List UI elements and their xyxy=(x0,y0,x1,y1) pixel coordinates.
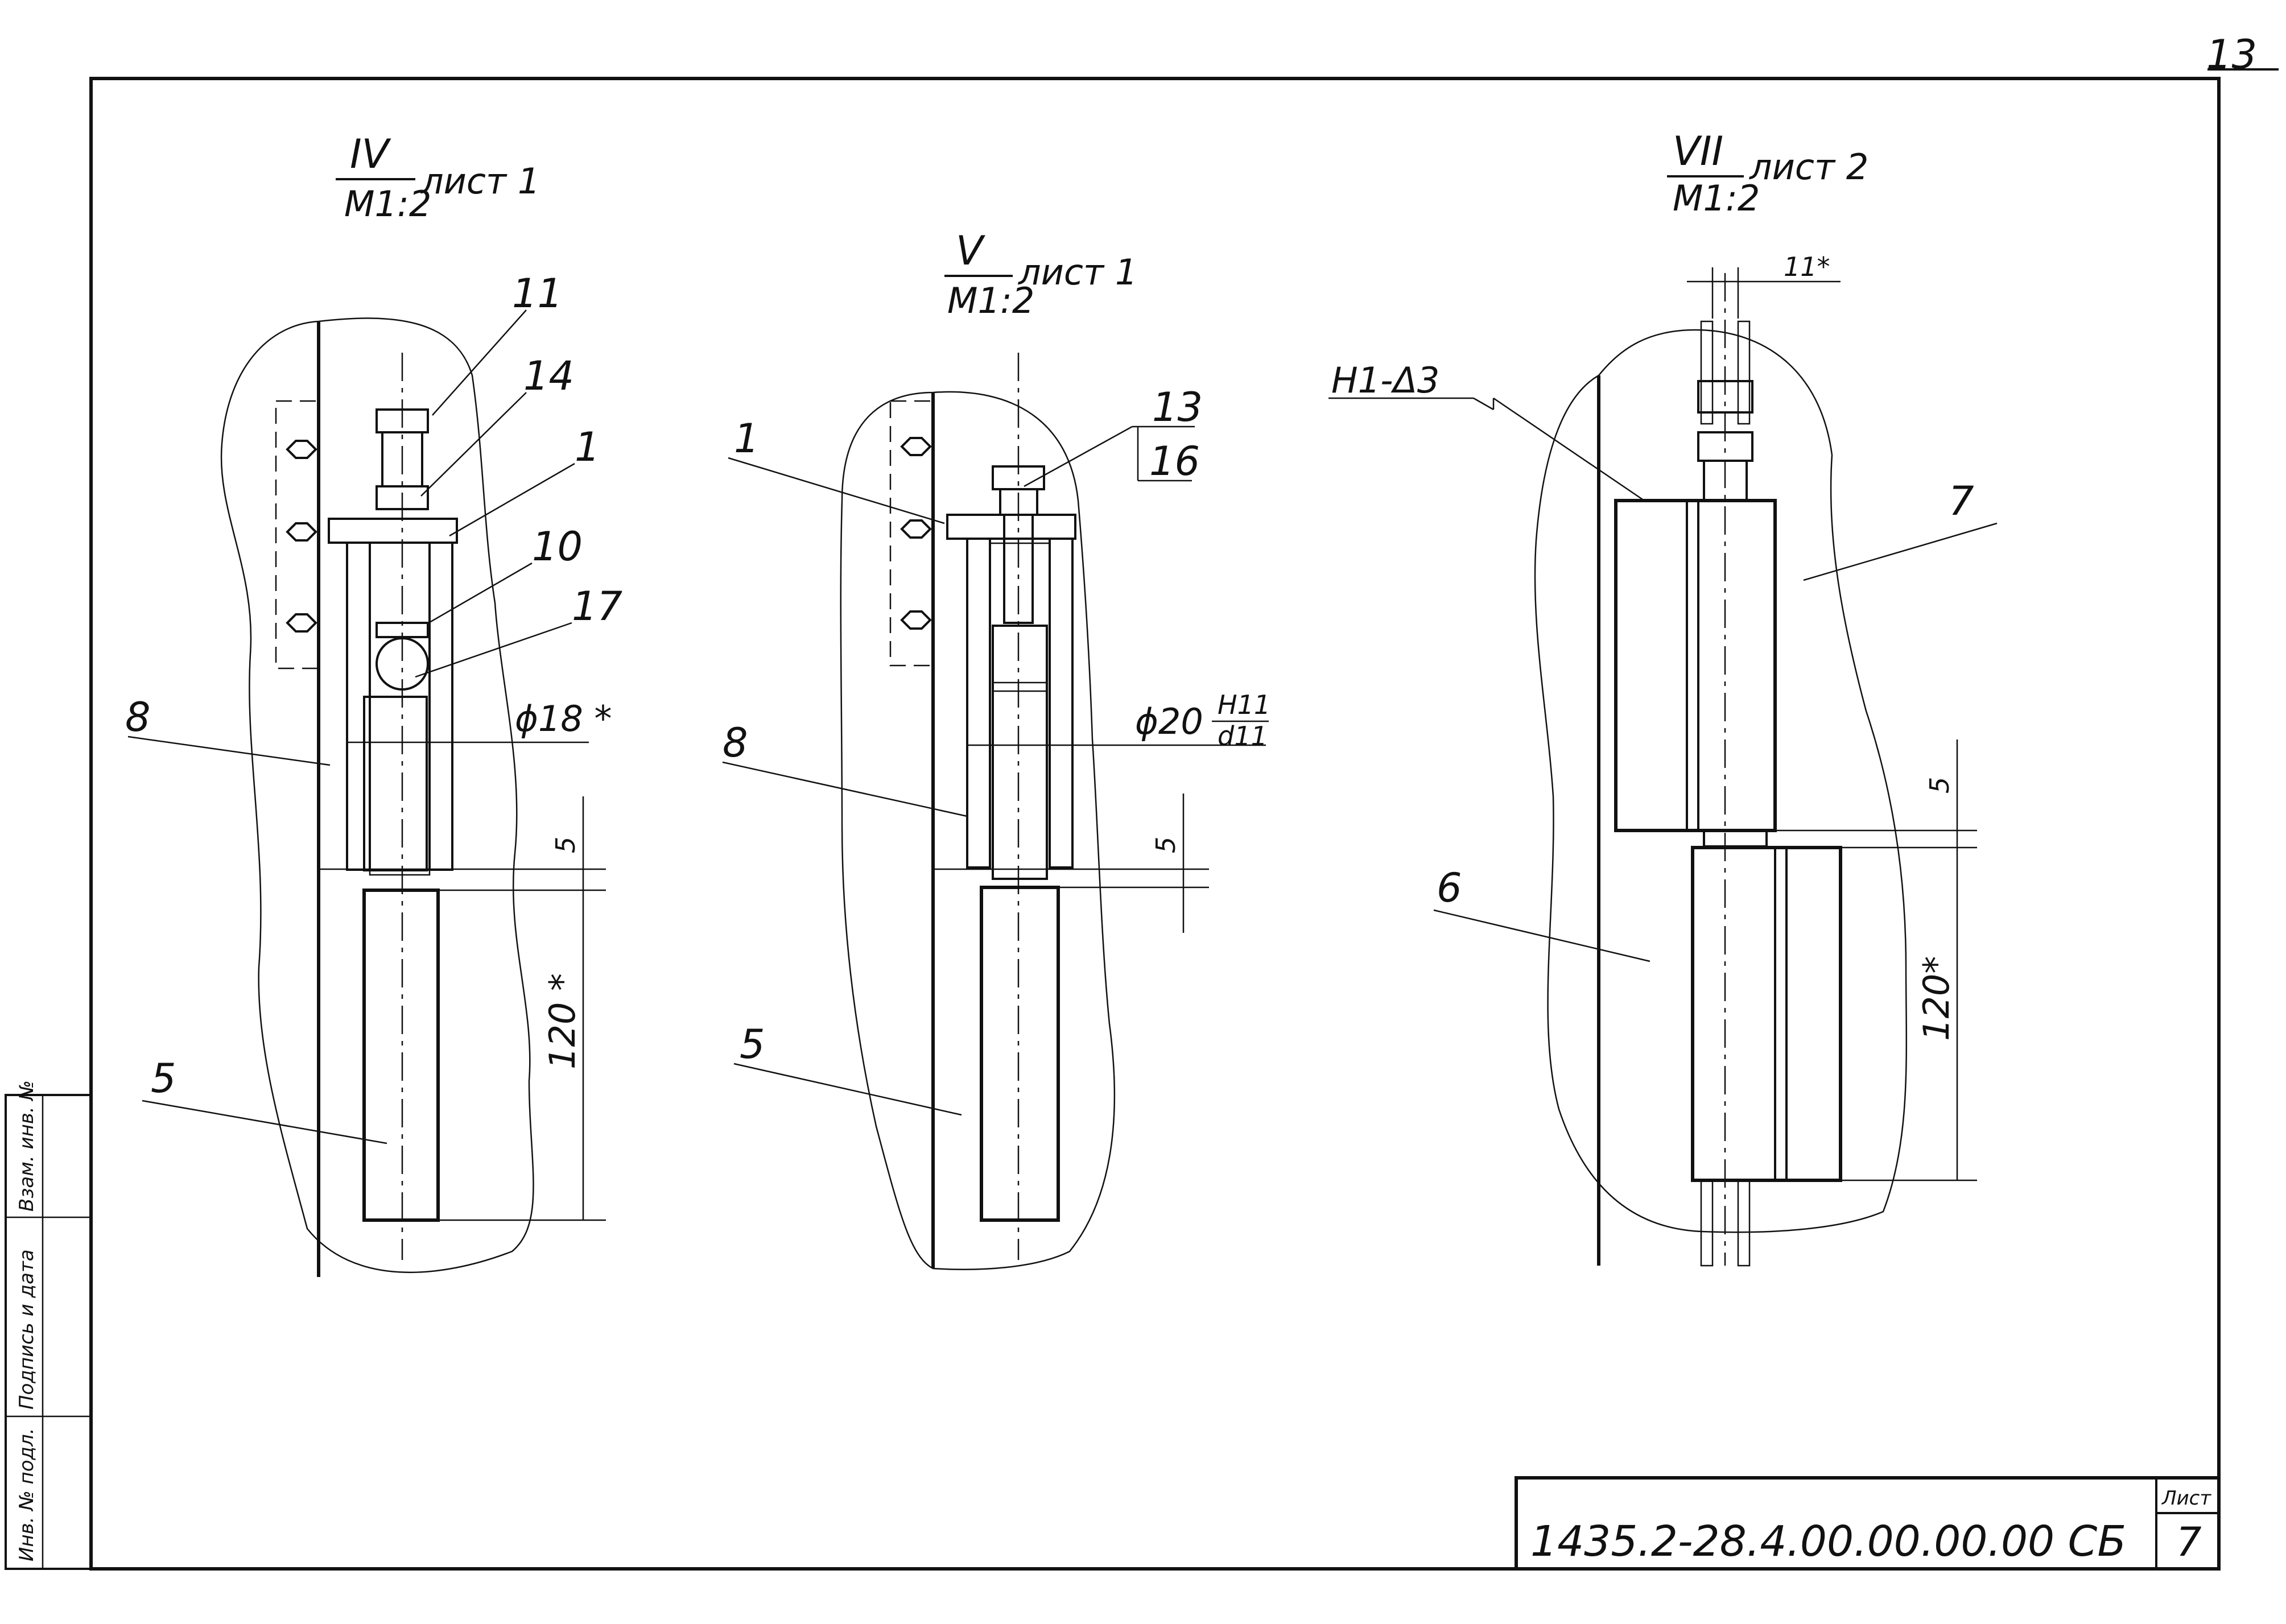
view-v-callout-5: 5 xyxy=(740,1021,765,1068)
view-iv-callout-17: 17 xyxy=(572,583,622,630)
view-v-fit-bottom: d11 xyxy=(1218,721,1268,751)
view-vii-id: VII xyxy=(1673,128,1723,175)
view-vii-scale: М1:2 xyxy=(1673,177,1760,219)
view-v-leaders xyxy=(722,425,1195,1116)
view-iv-id: IV xyxy=(350,131,391,177)
drawing-code: 1435.2-28.4.00.00.00.00 СБ xyxy=(1530,1517,2126,1566)
view-vii-weld: Н1-Δ3 xyxy=(1331,359,1439,401)
view-v-callout-8: 8 xyxy=(723,720,748,766)
sheet-label: Лист xyxy=(2161,1487,2211,1510)
view-iv-sheet-ref: лист 1 xyxy=(420,160,540,202)
view-iv-callout-14: 14 xyxy=(523,353,574,399)
side-stamp: Инв. № подл. Подпись и дата Взам. инв. № xyxy=(5,1080,92,1570)
view-vii-drawing xyxy=(1534,267,1977,1267)
view-v-drawing xyxy=(840,353,1266,1270)
view-v-callout-13: 13 xyxy=(1152,384,1203,431)
view-iv-scale: М1:2 xyxy=(344,183,431,225)
view-vii-width-dim: 11* xyxy=(1784,251,1830,282)
view-v-gap-dim: 5 xyxy=(1150,837,1181,853)
title-block xyxy=(1515,1476,2221,1571)
view-iv-callout-10: 10 xyxy=(532,523,583,570)
view-vii-title: VII М1:2 лист 2 xyxy=(1667,128,1868,219)
view-iv-callout-11: 11 xyxy=(512,270,563,317)
view-iv-length-dim: 120 * xyxy=(542,973,583,1069)
drawing-frame xyxy=(89,68,2279,1571)
view-iv-callout-1: 1 xyxy=(575,424,600,470)
side-stamp-signature-date: Подпись и дата xyxy=(15,1249,38,1410)
view-v-scale: М1:2 xyxy=(947,280,1034,321)
view-iv-gap-dim: 5 xyxy=(550,837,581,853)
view-v-callout-1: 1 xyxy=(734,415,760,462)
view-iv-callout-5: 5 xyxy=(151,1055,176,1102)
view-vii-callout-6: 6 xyxy=(1437,865,1462,911)
view-iv-drawing xyxy=(220,317,606,1277)
view-vii-sheet-ref: лист 2 xyxy=(1749,146,1868,188)
view-v-diameter-dim: ϕ20 xyxy=(1135,701,1203,742)
side-stamp-replacement-inv: Взам. инв. № xyxy=(15,1080,38,1212)
view-vii-gap-dim: 5 xyxy=(1924,777,1955,794)
view-iv-diameter-dim: ϕ18 * xyxy=(515,698,612,739)
view-iv-callout-8: 8 xyxy=(125,694,151,741)
view-v-callout-16: 16 xyxy=(1149,438,1200,485)
view-v-sheet-ref: лист 1 xyxy=(1018,251,1137,293)
sheet-number: 13 xyxy=(2206,31,2257,78)
sheet-value: 7 xyxy=(2176,1519,2202,1565)
side-stamp-original-inv: Инв. № подл. xyxy=(15,1428,38,1561)
view-v-id: V xyxy=(956,228,985,274)
view-v-fit-top: H11 xyxy=(1218,689,1270,720)
view-iv-leaders xyxy=(127,309,575,1144)
view-iv-title: IV М1:2 лист 1 xyxy=(336,131,540,225)
view-v-title: V М1:2 лист 1 xyxy=(944,228,1137,321)
view-vii-length-dim: 120* xyxy=(1916,956,1957,1041)
view-vii-leaders xyxy=(1328,397,1998,962)
view-vii-callout-7: 7 xyxy=(1949,478,1974,524)
